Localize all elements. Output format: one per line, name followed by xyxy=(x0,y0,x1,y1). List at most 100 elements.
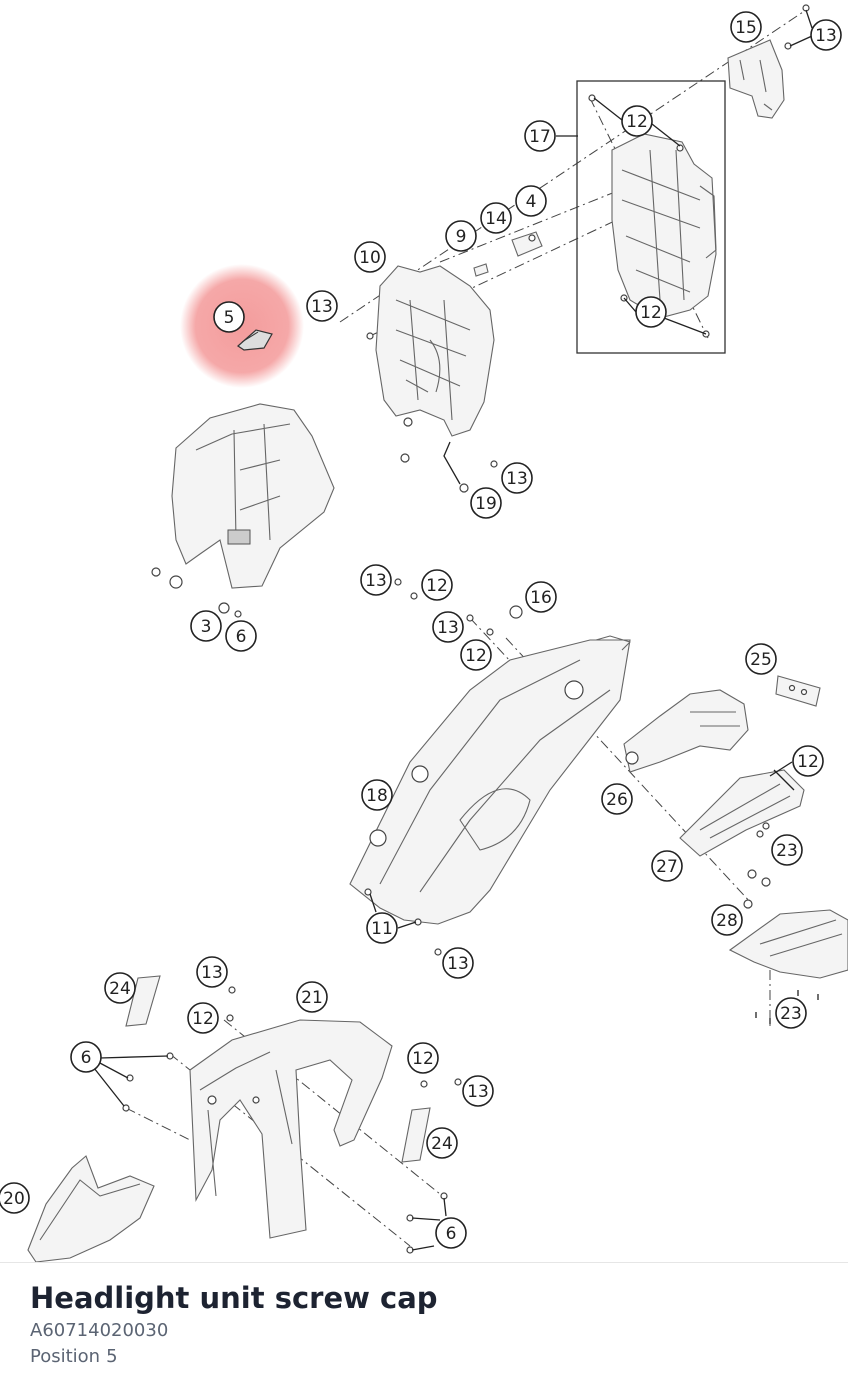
callout-12[interactable]: 12 xyxy=(460,639,492,671)
part-18-tank-base[interactable] xyxy=(349,578,631,956)
callout-5[interactable]: 5 xyxy=(213,301,245,333)
callout-28[interactable]: 28 xyxy=(711,904,743,936)
svg-text:13: 13 xyxy=(201,963,223,983)
part-27-tail-light[interactable] xyxy=(679,769,805,857)
svg-text:13: 13 xyxy=(311,297,333,317)
callout-13[interactable]: 13 xyxy=(462,1075,494,1107)
callout-16[interactable]: 16 xyxy=(525,581,557,613)
svg-text:13: 13 xyxy=(506,469,528,489)
callout-6[interactable]: 6 xyxy=(435,1217,467,1249)
callout-24[interactable]: 24 xyxy=(426,1127,458,1159)
svg-text:14: 14 xyxy=(485,209,507,229)
svg-text:19: 19 xyxy=(475,494,497,514)
svg-text:24: 24 xyxy=(109,979,131,999)
leader-lines xyxy=(93,9,813,1251)
callout-12[interactable]: 12 xyxy=(792,745,824,777)
svg-text:6: 6 xyxy=(81,1048,92,1068)
svg-text:3: 3 xyxy=(201,617,212,637)
callout-24[interactable]: 24 xyxy=(104,972,136,1004)
svg-text:21: 21 xyxy=(301,988,323,1008)
svg-text:12: 12 xyxy=(426,576,448,596)
part-info-panel: Headlight unit screw cap A60714020030 Po… xyxy=(0,1262,848,1391)
rear-mudguard[interactable] xyxy=(728,869,848,1024)
svg-text:5: 5 xyxy=(224,308,235,328)
svg-text:13: 13 xyxy=(365,571,387,591)
callout-6[interactable]: 6 xyxy=(225,620,257,652)
callout-12[interactable]: 12 xyxy=(187,1002,219,1034)
svg-text:27: 27 xyxy=(656,857,678,877)
parts-4-14-9[interactable] xyxy=(473,231,543,277)
callout-3[interactable]: 3 xyxy=(190,610,222,642)
part-25-plate[interactable] xyxy=(775,675,821,707)
callout-13[interactable]: 13 xyxy=(810,19,842,51)
svg-text:13: 13 xyxy=(815,26,837,46)
svg-text:16: 16 xyxy=(530,588,552,608)
exploded-parts-diagram: 15 13 12 17 4 14 9 10 13 5 12 13 19 13 1… xyxy=(0,4,848,1262)
svg-text:23: 23 xyxy=(776,841,798,861)
callout-12[interactable]: 12 xyxy=(407,1042,439,1074)
part-5-screw-cap[interactable] xyxy=(237,329,273,351)
callout-12[interactable]: 12 xyxy=(621,105,653,137)
svg-text:4: 4 xyxy=(526,192,537,212)
callout-13[interactable]: 13 xyxy=(442,947,474,979)
callout-13[interactable]: 13 xyxy=(360,564,392,596)
svg-text:11: 11 xyxy=(371,919,393,939)
callout-10[interactable]: 10 xyxy=(354,241,386,273)
callout-27[interactable]: 27 xyxy=(651,850,683,882)
part-20-fender-extension[interactable] xyxy=(27,1155,155,1262)
callout-13[interactable]: 13 xyxy=(501,462,533,494)
svg-text:28: 28 xyxy=(716,911,738,931)
callout-13[interactable]: 13 xyxy=(306,290,338,322)
position-label: Position xyxy=(30,1346,101,1367)
part-17-housing[interactable] xyxy=(588,94,717,338)
hardware-lower[interactable] xyxy=(122,986,462,1254)
svg-text:26: 26 xyxy=(606,790,628,810)
callout-18[interactable]: 18 xyxy=(361,779,393,811)
svg-text:12: 12 xyxy=(192,1009,214,1029)
callout-25[interactable]: 25 xyxy=(745,643,777,675)
callout-21[interactable]: 21 xyxy=(296,981,328,1013)
svg-text:13: 13 xyxy=(437,618,459,638)
part-title: Headlight unit screw cap xyxy=(30,1281,438,1315)
part-26-rear-bracket[interactable] xyxy=(623,689,749,773)
part-21-front-mudguard[interactable] xyxy=(189,1019,393,1239)
callout-23[interactable]: 23 xyxy=(775,997,807,1029)
callout-23[interactable]: 23 xyxy=(771,834,803,866)
callout-26[interactable]: 26 xyxy=(601,783,633,815)
svg-text:12: 12 xyxy=(465,646,487,666)
svg-text:18: 18 xyxy=(366,786,388,806)
front-fairing[interactable] xyxy=(151,403,335,618)
callout-15[interactable]: 15 xyxy=(730,11,762,43)
selected-part-highlight[interactable] xyxy=(180,264,304,388)
svg-text:17: 17 xyxy=(529,127,551,147)
callout-20[interactable]: 20 xyxy=(0,1182,30,1214)
svg-text:24: 24 xyxy=(431,1134,453,1154)
callout-17[interactable]: 17 xyxy=(524,120,556,152)
part-24-reflectors[interactable] xyxy=(125,975,431,1163)
svg-text:12: 12 xyxy=(797,752,819,772)
callout-19[interactable]: 19 xyxy=(470,487,502,519)
svg-text:9: 9 xyxy=(456,227,467,247)
part-10-headlight-mount[interactable] xyxy=(366,265,498,493)
callout-9[interactable]: 9 xyxy=(445,220,477,252)
svg-text:13: 13 xyxy=(447,954,469,974)
callout-12[interactable]: 12 xyxy=(635,296,667,328)
svg-text:12: 12 xyxy=(412,1049,434,1069)
callout-12[interactable]: 12 xyxy=(421,569,453,601)
svg-text:20: 20 xyxy=(3,1189,25,1209)
position-value: 5 xyxy=(106,1346,118,1367)
callout-13[interactable]: 13 xyxy=(432,611,464,643)
part-15-bracket[interactable] xyxy=(727,4,810,119)
svg-text:10: 10 xyxy=(359,248,381,268)
svg-text:15: 15 xyxy=(735,18,757,38)
part-number: A60714020030 xyxy=(30,1320,169,1341)
callout-14[interactable]: 14 xyxy=(480,202,512,234)
svg-text:6: 6 xyxy=(446,1224,457,1244)
svg-text:25: 25 xyxy=(750,650,772,670)
callout-4[interactable]: 4 xyxy=(515,185,547,217)
callout-13[interactable]: 13 xyxy=(196,956,228,988)
callout-6[interactable]: 6 xyxy=(70,1041,102,1073)
callout-11[interactable]: 11 xyxy=(366,912,398,944)
svg-text:12: 12 xyxy=(640,303,662,323)
